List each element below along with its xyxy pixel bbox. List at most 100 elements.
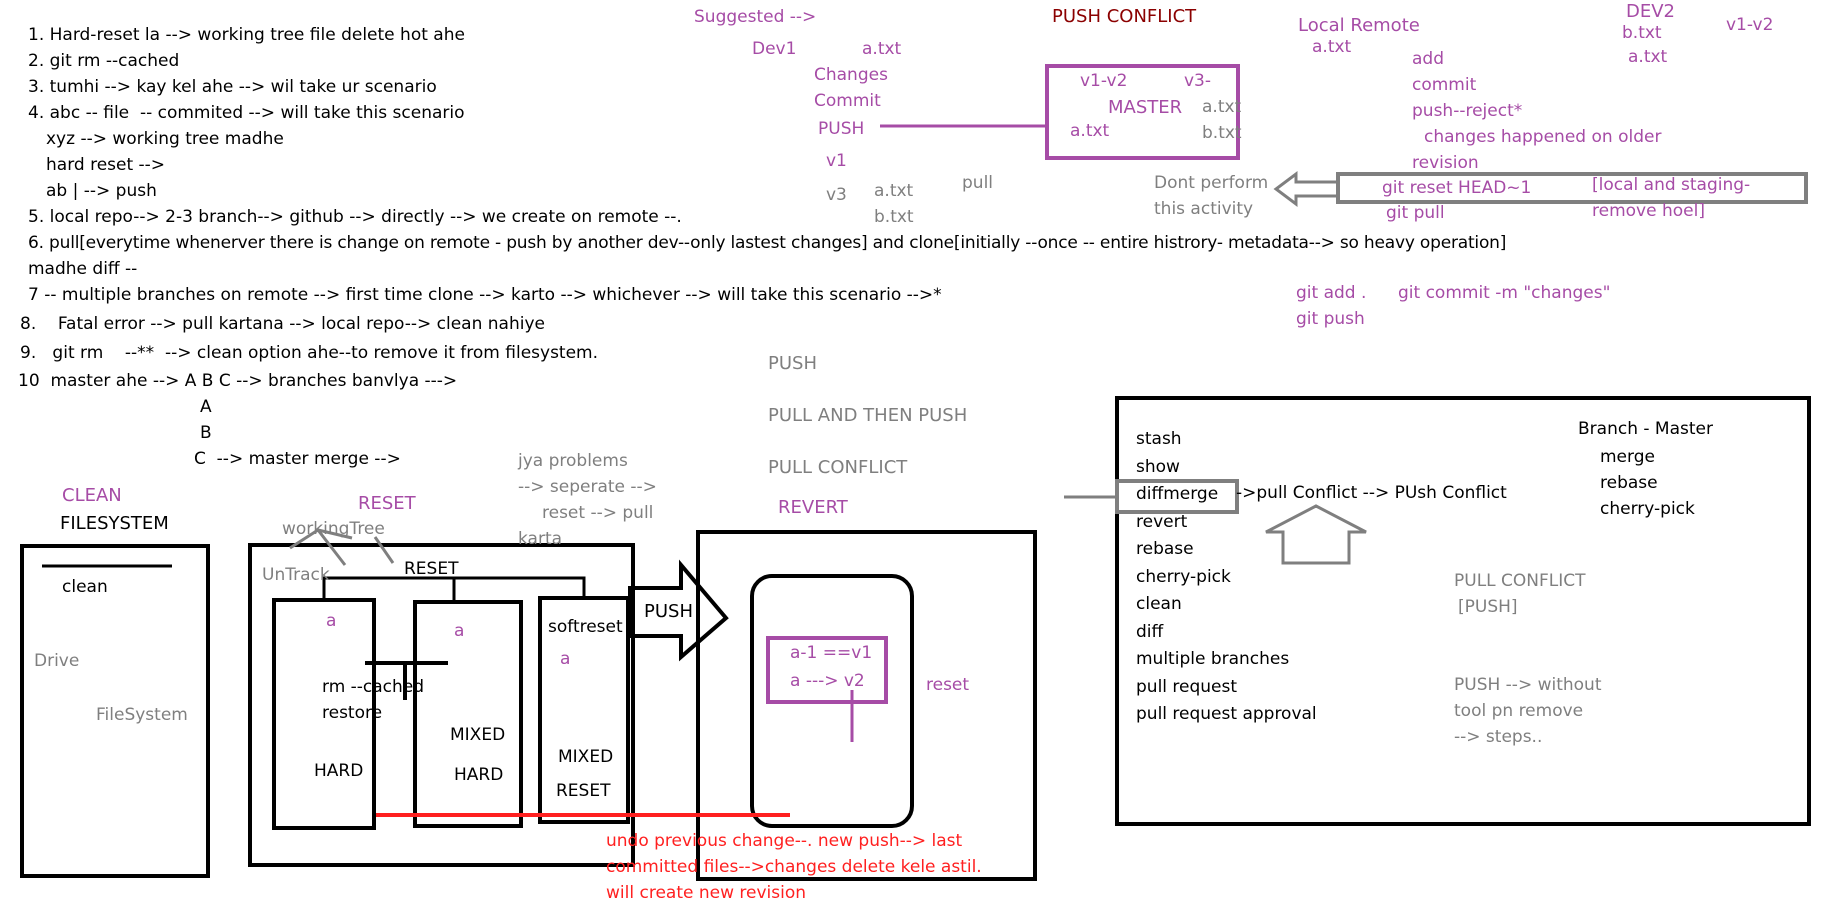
jya-line-4: karta	[518, 529, 563, 549]
box-atxt-right: a.txt	[1202, 97, 1242, 117]
branch-cherry-pick: cherry-pick	[1600, 499, 1695, 519]
note-5: 5. local repo--> 2-3 branch--> github --…	[28, 207, 682, 227]
cmd-diffmerge: diffmerge	[1136, 484, 1219, 505]
jya-line-3: reset --> pull	[542, 503, 654, 523]
git-pull-cmd: git pull	[1386, 203, 1445, 223]
lr-changes: changes happened on older	[1424, 127, 1662, 147]
master-box	[1045, 64, 1240, 160]
dev2-label: DEV2	[1626, 1, 1675, 22]
note-2: 2. git rm --cached	[28, 51, 180, 71]
revert-heading: REVERT	[778, 497, 848, 518]
cmd-multiple-branches: multiple branches	[1136, 649, 1290, 670]
note-4d: ab | --> push	[46, 181, 157, 201]
conflict-chain: ->pull Conflict --> PUsh Conflict	[1236, 483, 1507, 503]
mixed-label-2: MIXED	[558, 747, 614, 767]
note-10: 10 master ahe --> A B C --> branches ban…	[18, 371, 458, 391]
cmd-cherry-pick: cherry-pick	[1136, 566, 1231, 587]
cmd-clean: clean	[1136, 594, 1182, 615]
command-list: stash show diffmerge revert rebase cherr…	[1136, 429, 1317, 725]
git-commit-cmd: git commit -m "changes"	[1398, 283, 1611, 303]
lr-add: add	[1412, 49, 1444, 69]
note-6b: madhe diff --	[28, 259, 138, 279]
reset-heading: RESET	[358, 493, 416, 514]
git-reset-cmd: git reset HEAD~1	[1382, 178, 1532, 198]
note-8: 8. Fatal error --> pull kartana --> loca…	[20, 314, 545, 334]
revert-panel	[696, 530, 1037, 881]
dev1-label: Dev1	[752, 39, 797, 59]
filesystem-heading: FILESYSTEM	[60, 513, 169, 534]
reset-inner-label: RESET	[404, 559, 459, 579]
lr-push-reject: push--reject*	[1412, 101, 1523, 121]
filesystem-label: FileSystem	[96, 705, 188, 725]
v3-label: v3	[826, 185, 847, 205]
revert-reset-label: reset	[926, 675, 970, 695]
a-mixed: a	[454, 621, 465, 641]
remove-hoel: remove hoel]	[1592, 201, 1705, 221]
branch-merge: merge	[1600, 447, 1655, 467]
revision-line-2: a ---> v2	[790, 671, 865, 691]
atxt-gray: a.txt	[874, 181, 914, 201]
pull-label: pull	[962, 173, 994, 193]
box-master: MASTER	[1108, 97, 1183, 118]
working-tree-branch-mid	[317, 528, 353, 540]
mixed-label-1: MIXED	[450, 725, 506, 745]
right-push-bracket: [PUSH]	[1458, 597, 1518, 617]
hard-label-2: HARD	[454, 765, 504, 785]
reset-panel	[248, 543, 635, 867]
box-v3: v3-	[1184, 71, 1212, 91]
dev2-atxt: a.txt	[1628, 47, 1668, 67]
note-6: 6. pull[everytime whenerver there is cha…	[28, 233, 1507, 253]
hard-label-1: HARD	[314, 761, 364, 781]
this-activity: this activity	[1154, 199, 1254, 219]
note-10-a: A	[200, 397, 212, 417]
untrack-label: UnTrack	[262, 565, 330, 585]
commit-label: Commit	[814, 91, 881, 111]
push-without: PUSH --> without	[1454, 675, 1602, 695]
btxt-gray: b.txt	[874, 207, 914, 227]
lr-commit: commit	[1412, 75, 1477, 95]
reset-label-2: RESET	[556, 781, 611, 801]
dev2-btxt: b.txt	[1622, 23, 1662, 43]
clean-item: clean	[62, 577, 108, 597]
cmd-stash: stash	[1136, 429, 1182, 449]
cmd-pull-request-approval: pull request approval	[1136, 704, 1317, 725]
lr-revision: revision	[1412, 153, 1479, 173]
cmd-rebase: rebase	[1136, 539, 1194, 560]
clean-panel	[20, 544, 210, 878]
cmd-diff: diff	[1136, 621, 1164, 642]
tool-remove: tool pn remove	[1454, 701, 1584, 721]
pull-conflict-heading: PULL CONFLICT	[768, 457, 908, 478]
note-9: 9. git rm --** --> clean option ahe--to …	[20, 343, 599, 363]
drive-label: Drive	[34, 651, 80, 671]
working-tree-label: workingTree	[282, 519, 385, 539]
left-arrow	[1273, 171, 1340, 207]
local-staging: [local and staging-	[1592, 175, 1751, 195]
branch-rebase: rebase	[1600, 473, 1658, 493]
a-hard: a	[326, 611, 337, 631]
note-7: 7 -- multiple branches on remote --> fir…	[28, 285, 942, 305]
clean-heading: CLEAN	[62, 485, 122, 506]
note-4b: xyz --> working tree madhe	[46, 129, 284, 149]
git-push-cmd: git push	[1296, 309, 1365, 329]
box-v1v2: v1-v2	[1080, 71, 1128, 91]
note-10-b: B	[200, 423, 212, 443]
working-tree-branch-right	[373, 536, 395, 564]
cmd-show: show	[1136, 456, 1180, 477]
suggested-label: Suggested -->	[694, 7, 817, 27]
lr-atxt: a.txt	[1312, 37, 1352, 57]
undo-text-3: will create new revision	[606, 883, 806, 903]
push-conflict-title: PUSH CONFLICT	[1052, 6, 1197, 27]
changes-label: Changes	[814, 65, 888, 85]
branch-master-heading: Branch - Master	[1578, 419, 1713, 439]
push-heading: PUSH	[768, 353, 817, 374]
local-remote-title: Local Remote	[1298, 15, 1420, 36]
cmd-pull-request: pull request	[1136, 676, 1238, 697]
up-arrow	[1265, 504, 1367, 565]
pull-then-push-heading: PULL AND THEN PUSH	[768, 405, 968, 426]
right-pull-conflict: PULL CONFLICT	[1454, 571, 1586, 591]
v1-label: v1	[826, 151, 847, 171]
steps-label: --> steps..	[1454, 727, 1543, 747]
dev2-v1v2: v1-v2	[1726, 15, 1774, 35]
push-arrow	[628, 559, 729, 662]
note-10-c: C --> master merge -->	[194, 449, 401, 469]
